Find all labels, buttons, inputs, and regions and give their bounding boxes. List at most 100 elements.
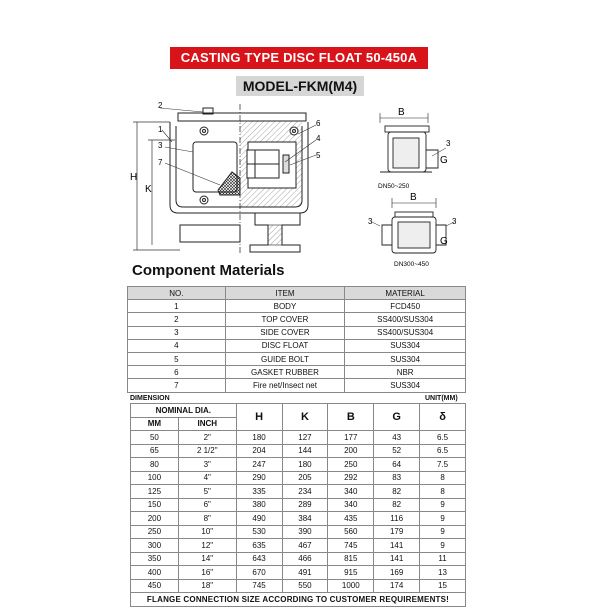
cell-h: 490 bbox=[235, 511, 283, 526]
cell-delta: 11 bbox=[419, 551, 466, 566]
callout-5: 5 bbox=[316, 151, 321, 160]
cell-inch: 5" bbox=[177, 484, 237, 499]
dim-header-row-1: NOMINAL DIA. H K B G δ bbox=[130, 403, 466, 431]
cell-material: FCD450 bbox=[344, 299, 466, 314]
cell-mm: 50 bbox=[130, 430, 179, 445]
cell-inch: 14" bbox=[177, 551, 237, 566]
product-title: CASTING TYPE DISC FLOAT 50-450A bbox=[170, 47, 428, 69]
cell-material: SS400/SUS304 bbox=[344, 325, 466, 340]
cell-no: 6 bbox=[127, 365, 226, 380]
cell-inch: 3" bbox=[177, 457, 237, 472]
cell-b: 177 bbox=[327, 430, 375, 445]
materials-heading: Component Materials bbox=[132, 262, 285, 279]
cell-no: 3 bbox=[127, 325, 226, 340]
cell-inch: 6" bbox=[177, 497, 237, 512]
cell-b: 1000 bbox=[327, 578, 375, 593]
cell-b: 815 bbox=[327, 551, 375, 566]
cell-inch: 16" bbox=[177, 565, 237, 580]
cell-material: SS400/SUS304 bbox=[344, 312, 466, 327]
cell-mm: 200 bbox=[130, 511, 179, 526]
cell-material: NBR bbox=[344, 365, 466, 380]
dim-header-row-2: MM INCH bbox=[130, 416, 466, 431]
technical-drawing: H K 2 1 3 7 6 4 5 B 3 G DN50~250 bbox=[130, 101, 457, 268]
cell-g: 64 bbox=[373, 457, 421, 472]
cell-k: 384 bbox=[281, 511, 329, 526]
small-top-3: 3 bbox=[446, 139, 451, 148]
cell-material: SUS304 bbox=[344, 378, 466, 393]
cell-b: 250 bbox=[327, 457, 375, 472]
dimension-label: DIMENSION bbox=[130, 395, 170, 402]
small-top-b: B bbox=[398, 107, 405, 118]
callout-1: 1 bbox=[158, 125, 163, 134]
cell-inch: 12" bbox=[177, 538, 237, 553]
col-g: G bbox=[373, 403, 421, 431]
materials-header-row: NO. ITEM MATERIAL bbox=[127, 285, 466, 301]
cell-delta: 8 bbox=[419, 470, 466, 485]
callout-3: 3 bbox=[158, 141, 163, 150]
cell-h: 180 bbox=[235, 430, 283, 445]
callout-4: 4 bbox=[316, 134, 321, 143]
cell-k: 180 bbox=[281, 457, 329, 472]
col-h: H bbox=[235, 403, 283, 431]
callout-6: 6 bbox=[316, 119, 321, 128]
cell-delta: 13 bbox=[419, 565, 466, 580]
cell-inch: 10" bbox=[177, 524, 237, 539]
cell-g: 82 bbox=[373, 497, 421, 512]
cell-material: SUS304 bbox=[344, 351, 466, 367]
cell-delta: 9 bbox=[419, 511, 466, 526]
small-view-dn50-250 bbox=[379, 113, 447, 173]
cell-h: 204 bbox=[235, 443, 283, 458]
small-view-dn300-450 bbox=[371, 198, 455, 254]
cell-h: 635 bbox=[235, 538, 283, 553]
cell-k: 491 bbox=[281, 565, 329, 580]
cell-b: 745 bbox=[327, 538, 375, 553]
cell-h: 380 bbox=[235, 497, 283, 512]
cell-mm: 80 bbox=[130, 457, 179, 472]
cell-b: 340 bbox=[327, 484, 375, 499]
cell-item: BODY bbox=[224, 299, 346, 314]
cell-h: 335 bbox=[235, 484, 283, 499]
cell-k: 234 bbox=[281, 484, 329, 499]
cell-delta: 7.5 bbox=[419, 457, 466, 472]
cell-g: 179 bbox=[373, 524, 421, 539]
cell-mm: 300 bbox=[130, 538, 179, 553]
cell-no: 5 bbox=[127, 351, 226, 367]
cell-b: 292 bbox=[327, 470, 375, 485]
cell-b: 200 bbox=[327, 443, 375, 458]
small-top-g: G bbox=[440, 155, 448, 166]
small-bottom-b: B bbox=[410, 192, 417, 203]
cell-material: SUS304 bbox=[344, 338, 466, 353]
cell-no: 2 bbox=[127, 312, 226, 327]
cell-b: 915 bbox=[327, 565, 375, 580]
cell-mm: 65 bbox=[130, 443, 179, 458]
cell-item: TOP COVER bbox=[224, 312, 346, 327]
col-material: MATERIAL bbox=[344, 285, 466, 301]
model-label: MODEL-FKM(M4) bbox=[236, 76, 364, 96]
cell-h: 530 bbox=[235, 524, 283, 539]
cell-g: 43 bbox=[373, 430, 421, 445]
cell-item: GASKET RUBBER bbox=[224, 365, 346, 380]
cell-inch: 18" bbox=[177, 578, 237, 593]
cell-mm: 100 bbox=[130, 470, 179, 485]
cell-inch: 8" bbox=[177, 511, 237, 526]
cell-g: 83 bbox=[373, 470, 421, 485]
cell-g: 116 bbox=[373, 511, 421, 526]
cell-mm: 125 bbox=[130, 484, 179, 499]
cell-item: DISC FLOAT bbox=[224, 338, 346, 353]
cell-k: 144 bbox=[281, 443, 329, 458]
cell-k: 467 bbox=[281, 538, 329, 553]
cell-g: 141 bbox=[373, 538, 421, 553]
cell-h: 745 bbox=[235, 578, 283, 593]
